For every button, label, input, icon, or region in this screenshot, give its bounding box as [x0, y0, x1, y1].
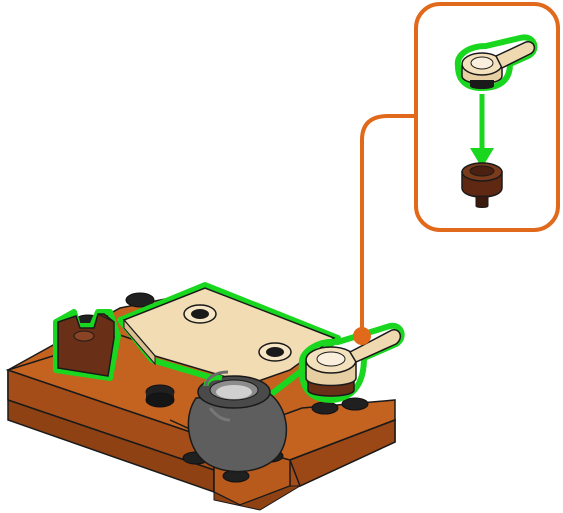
stud-right-2 — [342, 398, 368, 410]
stud-right-1 — [312, 402, 338, 414]
callout-anchor-dot — [353, 327, 371, 345]
callout-connector — [353, 116, 418, 345]
